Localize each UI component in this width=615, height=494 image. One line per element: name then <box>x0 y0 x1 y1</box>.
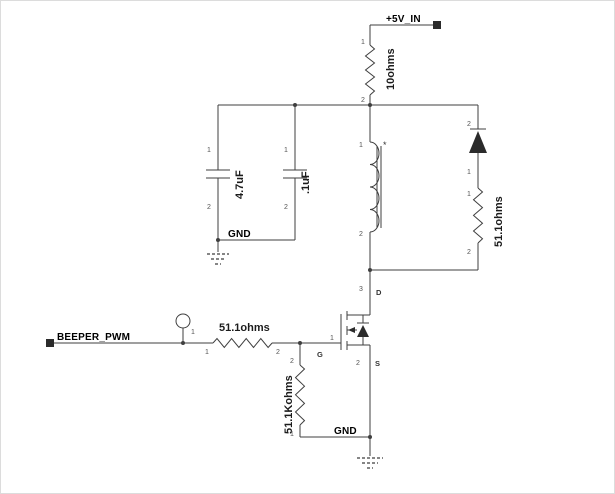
body-diode-triangle-icon <box>357 325 369 337</box>
flyback-diode: 2 1 <box>467 105 487 188</box>
net-label-pwm: BEEPER_PWM <box>57 332 130 343</box>
capacitor-bulk: 4.7uF 1 2 <box>206 105 246 240</box>
pin-number: 1 <box>191 329 195 336</box>
pin-number: 2 <box>284 204 288 211</box>
resistor-symbol <box>212 337 273 349</box>
testpoint: 1 <box>175 313 195 345</box>
pin-number: 1 <box>207 147 211 154</box>
testpoint-circle-icon <box>175 313 191 329</box>
diode-triangle-icon <box>469 131 487 153</box>
pin-number: 2 <box>361 97 365 104</box>
resistor-pulldown: 51.1Kohms 2 1 <box>283 341 306 438</box>
ground-symbol-icon <box>207 253 229 265</box>
junction-dot <box>368 435 372 439</box>
net-label-gnd: GND <box>334 426 357 437</box>
net-label-gnd: GND <box>228 229 251 240</box>
resistor-symbol <box>364 44 376 96</box>
resistor-symbol <box>294 364 306 426</box>
mosfet-symbol: 3 D 1 G 2 S <box>317 286 382 368</box>
resistor-value: 51.1Kohms <box>283 375 295 434</box>
ground-bottom: GND <box>300 345 383 469</box>
pin-number: 1 <box>359 142 363 149</box>
junction-dot <box>181 341 185 345</box>
source-label: S <box>375 359 380 368</box>
pin-number: 1 <box>284 147 288 154</box>
inductor-coil: * 1 2 <box>359 105 387 270</box>
drain-bus <box>368 268 478 315</box>
resistor-pullup: 10ohms 1 2 <box>361 39 397 105</box>
pin-number: 1 <box>467 169 471 176</box>
pin-number: 2 <box>290 358 294 365</box>
resistor-value: 51.1ohms <box>219 322 270 334</box>
pin-number: 2 <box>359 231 363 238</box>
capacitor-bypass: .1uF 1 2 <box>283 105 312 240</box>
capacitor-value: .1uF <box>300 171 312 194</box>
top-bus-wire <box>218 103 478 107</box>
ground-symbol-icon <box>357 457 383 469</box>
polarity-mark: * <box>383 140 387 150</box>
power-input-5v: +5V_IN <box>369 14 441 45</box>
pin-number: 2 <box>467 121 471 128</box>
pin-number: 1 <box>467 191 471 198</box>
gate-label: G <box>317 350 323 359</box>
power-terminal-square <box>433 21 441 29</box>
pin-number: 1 <box>205 349 209 356</box>
net-label-5v: +5V_IN <box>386 14 421 25</box>
pin-number: 2 <box>467 249 471 256</box>
capacitor-value: 4.7uF <box>234 170 246 199</box>
pin-number: 1 <box>361 39 365 46</box>
pin-number: 3 <box>359 286 363 293</box>
body-arrow-icon <box>348 327 355 333</box>
resistor-damp: 51.1ohms 1 2 <box>467 187 505 270</box>
pin-number: 2 <box>207 204 211 211</box>
resistor-symbol <box>472 187 484 244</box>
resistor-gate: 51.1ohms 1 2 <box>205 322 280 356</box>
pin-number: 2 <box>356 360 360 367</box>
pin-number: 1 <box>330 335 334 342</box>
coil-symbol <box>369 141 380 233</box>
ground-mid: GND <box>207 229 295 265</box>
drain-label: D <box>376 288 382 297</box>
resistor-value: 10ohms <box>385 48 397 90</box>
pwm-input: BEEPER_PWM <box>46 332 341 347</box>
pin-number: 2 <box>276 349 280 356</box>
pin-number: 1 <box>290 431 294 438</box>
resistor-value: 51.1ohms <box>493 196 505 247</box>
input-terminal-square <box>46 339 54 347</box>
